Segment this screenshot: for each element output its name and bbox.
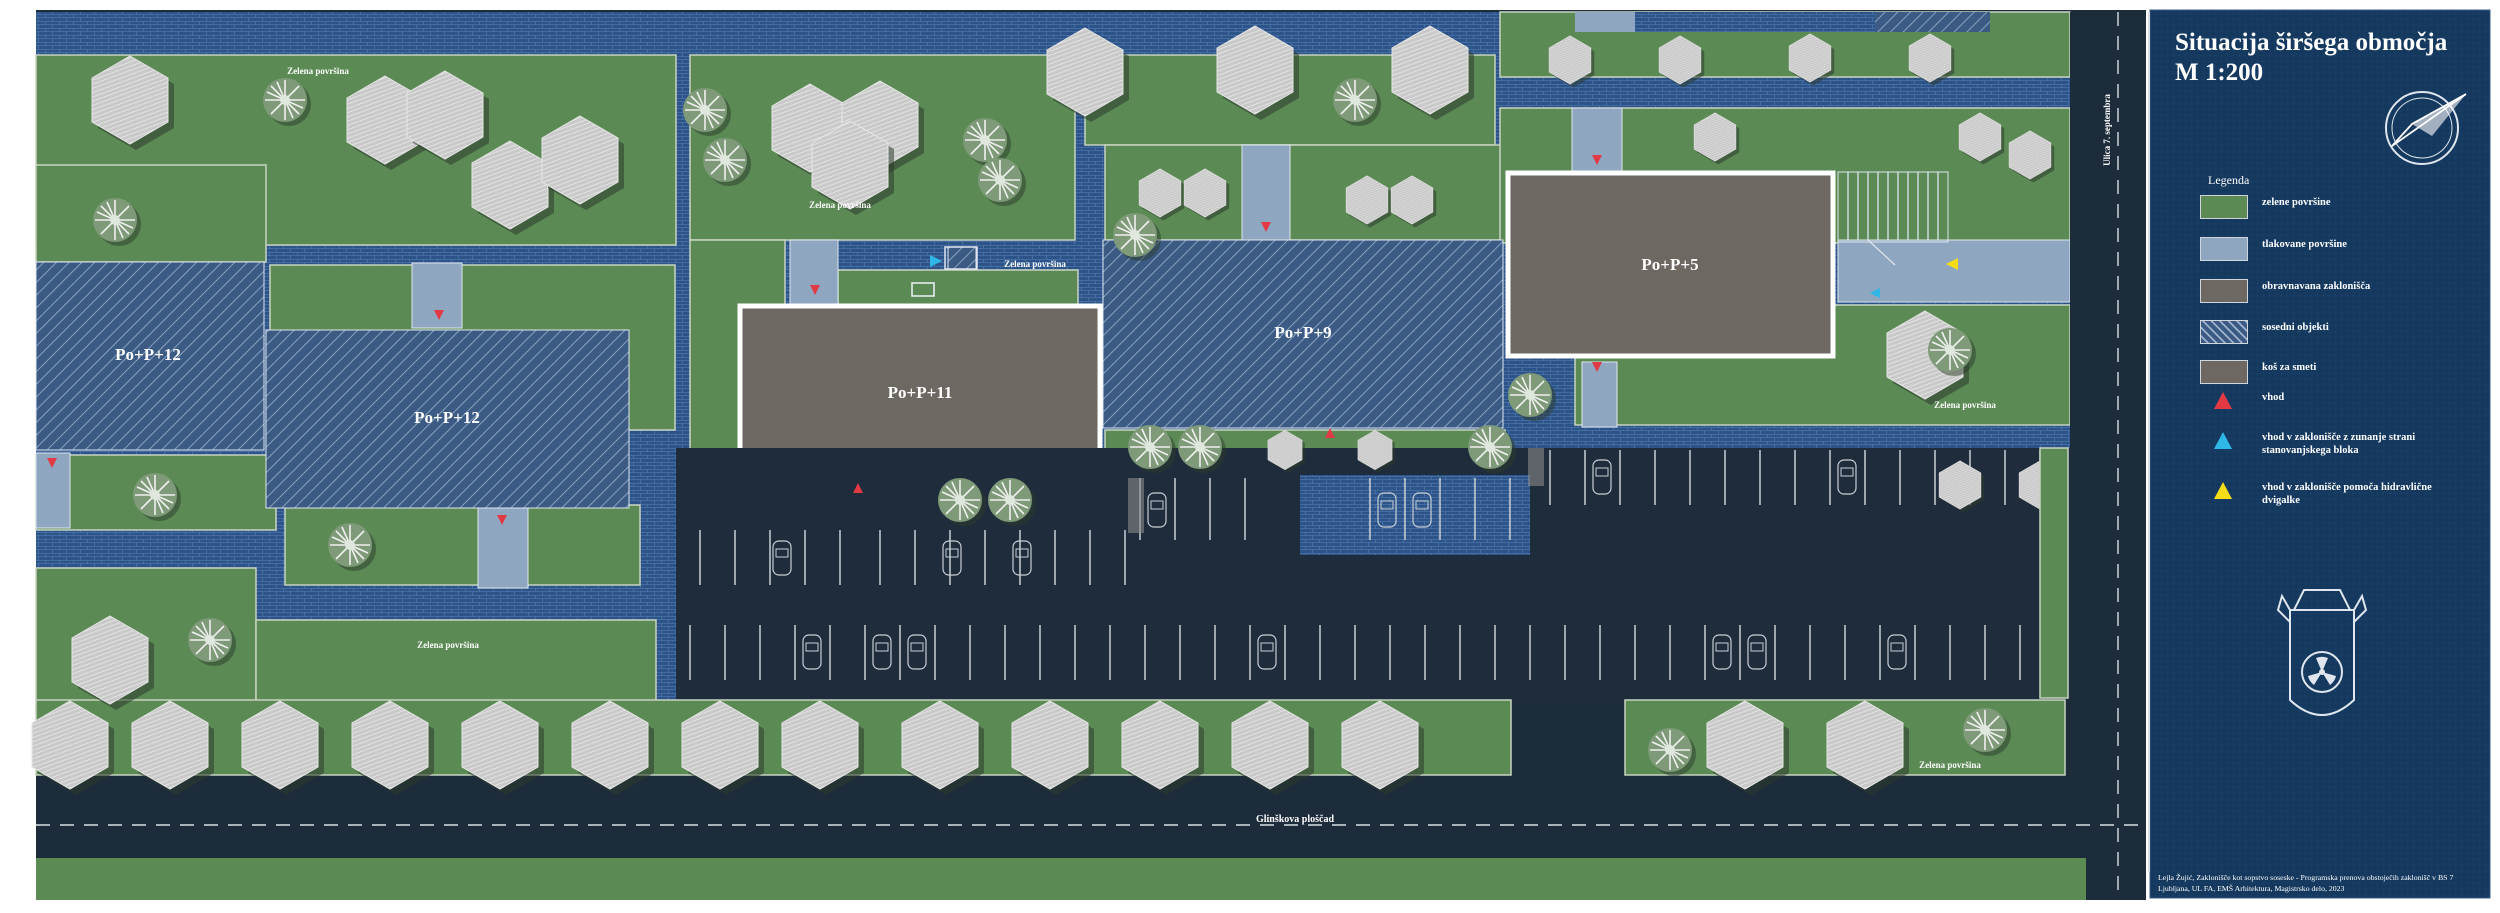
legend-label: vhod xyxy=(2262,392,2285,403)
legend-label: tlakovane površine xyxy=(2262,239,2347,250)
plan-scale: M 1:200 xyxy=(2175,59,2264,86)
green-label-2: Zelena površina xyxy=(809,200,871,210)
plan-title-line1: Situacija širšega območja xyxy=(2175,29,2448,56)
legend-heading: Legenda xyxy=(2208,173,2250,187)
compass-icon xyxy=(2385,91,2467,165)
building-label-5: Po+P+5 xyxy=(1641,255,1698,274)
legend-item-entrance-outside: vhod v zaklonišče z zunanje strani stano… xyxy=(2200,430,2480,474)
green-label-6: Zelena površina xyxy=(1919,760,1981,770)
legend-swatch-shelter xyxy=(2200,279,2248,303)
legend-panel: Situacija širšega območja M 1:200 Legend… xyxy=(2150,10,2490,898)
street-label-south: Glinškova ploščad xyxy=(1256,814,1335,825)
footer-line2: Ljubljana, UL FA, EMŠ Arhitektura, Magis… xyxy=(2158,884,2345,893)
green-label-3: Zelena površina xyxy=(1004,259,1066,269)
legend-item-shelter: obravnavana zaklonišča xyxy=(2200,279,2480,309)
green-label-5: Zelena površina xyxy=(417,640,479,650)
cyan-triangle-icon xyxy=(2214,432,2232,449)
legend-swatch-bin xyxy=(2200,360,2248,384)
author-footer: Lejla Žujić, Zaklonišče kot sopstvo sose… xyxy=(2158,872,2488,894)
legend-label: zelene površine xyxy=(2262,197,2331,208)
footer-line1: Lejla Žujić, Zaklonišče kot sopstvo sose… xyxy=(2158,873,2454,882)
legend-label: vhod v zaklonišče pomoča hidravlične dvi… xyxy=(2262,482,2432,506)
legend-item-green: zelene površine xyxy=(2200,195,2480,225)
building-label-1: Po+P+12 xyxy=(115,345,181,364)
yellow-triangle-icon xyxy=(2214,482,2232,499)
building-label-2: Po+P+12 xyxy=(414,408,480,427)
legend-swatch-hatch xyxy=(2200,320,2248,344)
legend-item-bin: koš za smeti xyxy=(2200,360,2480,390)
legend-label: obravnavana zaklonišča xyxy=(2262,281,2371,292)
street-label-east: Ulica 7. septembra xyxy=(2102,94,2112,166)
building-label-3: Po+P+11 xyxy=(888,383,953,402)
legend-item-entrance: vhod xyxy=(2200,390,2480,420)
legend-item-paved: tlakovane površine xyxy=(2200,237,2480,267)
green-label-1: Zelena površina xyxy=(287,66,349,76)
legend-item-neighbor: sosedni objekti xyxy=(2200,320,2480,350)
legend-swatch-green xyxy=(2200,195,2248,219)
legend-label: sosedni objekti xyxy=(2262,322,2329,333)
red-triangle-icon xyxy=(2214,392,2232,409)
green-label-4: Zelena površina xyxy=(1934,400,1996,410)
legend-item-entrance-lift: vhod v zaklonišče pomoča hidravlične dvi… xyxy=(2200,480,2480,524)
legend-swatch-paved xyxy=(2200,237,2248,261)
legend-label: koš za smeti xyxy=(2262,362,2317,373)
plan-title: Situacija širšega območja M 1:200 xyxy=(2175,28,2447,88)
building-label-4: Po+P+9 xyxy=(1274,323,1331,342)
shelter-bomb-icon xyxy=(2276,589,2368,716)
legend-label: vhod v zaklonišče z zunanje strani stano… xyxy=(2262,432,2416,456)
